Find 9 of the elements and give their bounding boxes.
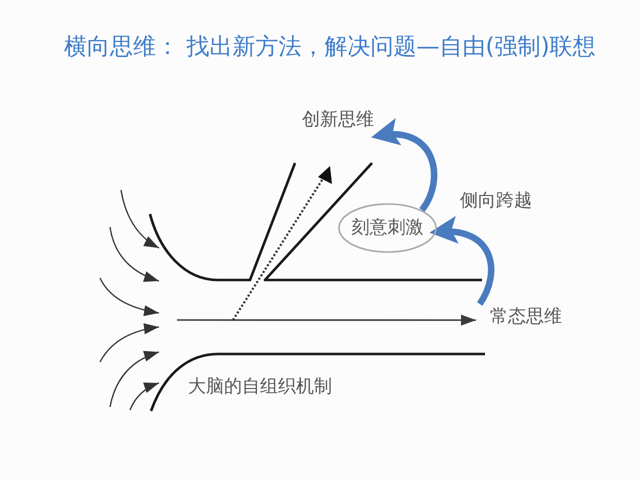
annotation-text: 侧向跨越 bbox=[460, 189, 532, 212]
curved-arrow bbox=[429, 217, 494, 306]
text-label: 常态思维 bbox=[476, 304, 568, 330]
title: 横向思维： 找出新方法，解决问题—自由(强制)联想 bbox=[64, 33, 596, 61]
curved-arrow bbox=[371, 120, 438, 212]
text-label: 创新思维 bbox=[298, 106, 378, 140]
oval-node: 刻意刺激 bbox=[338, 203, 437, 253]
annotation-text: 大脑的自组织机制 bbox=[188, 375, 332, 398]
arrow bbox=[177, 314, 476, 326]
